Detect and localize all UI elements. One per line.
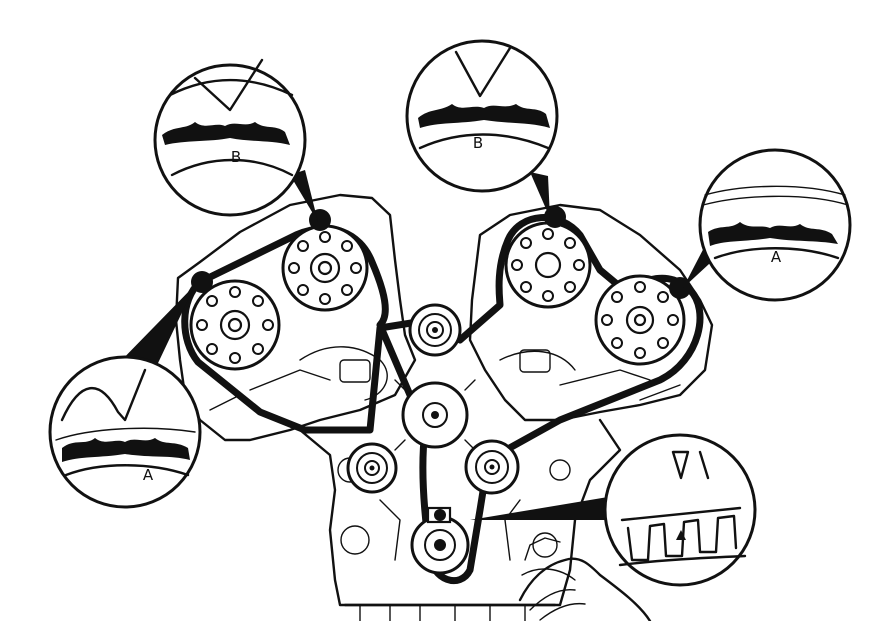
left-inner-cam-pulley	[281, 224, 369, 312]
upper-idler-pulley	[408, 303, 462, 357]
mark-crankshaft	[434, 509, 446, 521]
callout-label-left-outer: A	[143, 466, 154, 484]
engine-block	[174, 193, 714, 621]
right-inner-cam-pulley	[504, 221, 592, 309]
callout-left-inner: B	[153, 58, 307, 217]
callout-crankshaft	[603, 433, 757, 587]
hand-illustration	[518, 537, 652, 621]
left-outer-cam-pulley	[189, 279, 281, 371]
callout-label-right-inner: B	[473, 134, 483, 152]
callout-right-outer: A	[698, 148, 852, 302]
mark-right-outer	[669, 277, 691, 299]
timing-belt	[181, 214, 704, 585]
water-pump	[394, 379, 476, 451]
mark-left-outer	[191, 271, 213, 293]
callout-label-left-inner: B	[231, 148, 241, 166]
callout-label-right-outer: A	[771, 248, 782, 266]
right-outer-cam-pulley	[594, 274, 686, 366]
tensioner-pulley	[464, 439, 520, 495]
callout-left-outer: A	[48, 355, 202, 509]
lower-left-idler-pulley	[346, 442, 398, 494]
callout-right-inner: B	[405, 39, 559, 193]
